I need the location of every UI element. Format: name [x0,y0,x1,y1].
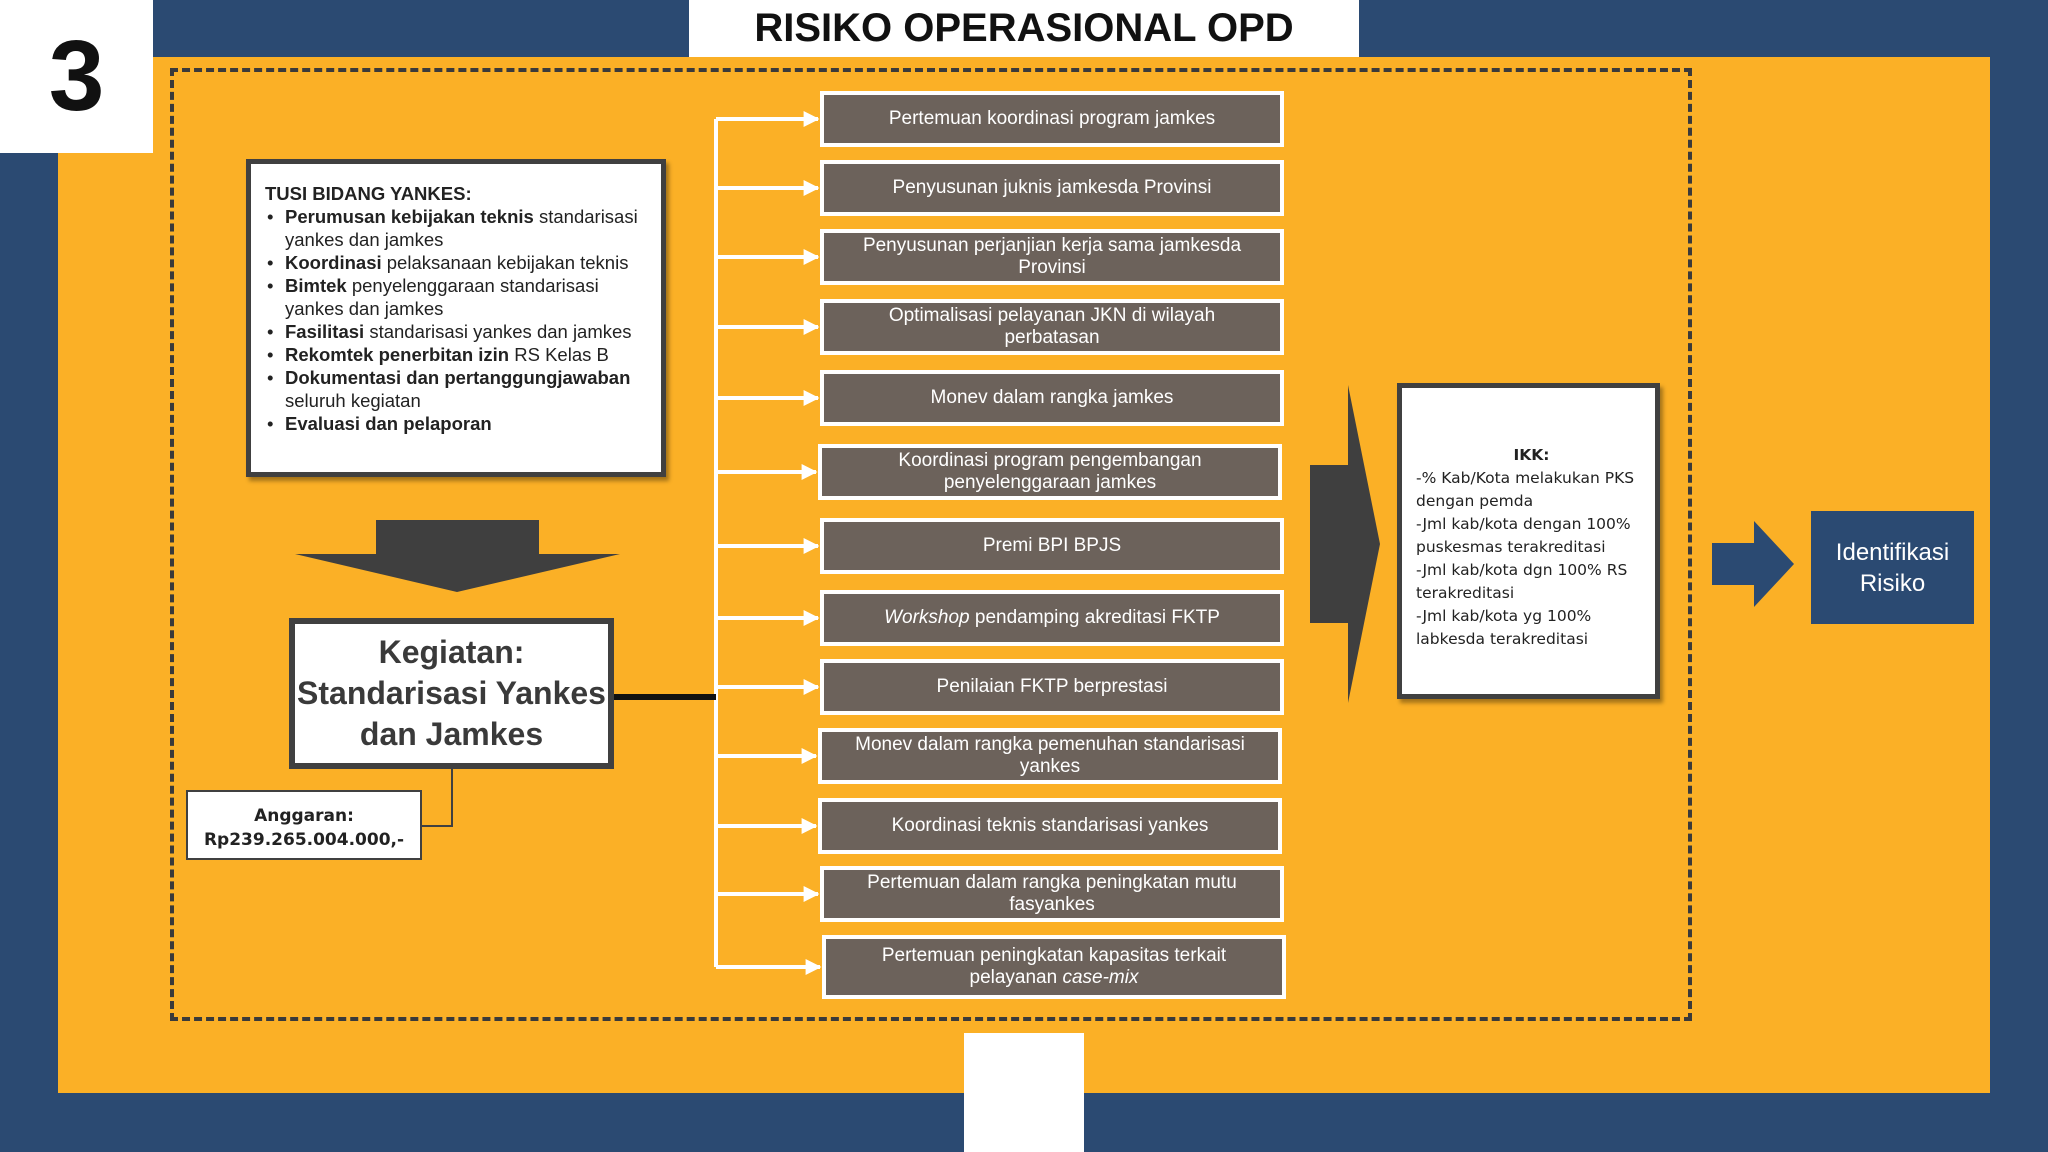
activity-box: Monev dalam rangka pemenuhan standarisas… [818,728,1282,784]
ikk-list: -% Kab/Kota melakukan PKS dengan pemda -J… [1416,467,1647,651]
activity-label: Pertemuan peningkatan kapasitas terkait … [848,945,1260,989]
activity-label-text: Koordinasi program pengembangan penyelen… [898,450,1202,493]
ikk-box: IKK: -% Kab/Kota melakukan PKS dengan pe… [1397,383,1660,699]
activity-box: Pertemuan peningkatan kapasitas terkait … [822,935,1286,999]
activity-box: Penyusunan juknis jamkesda Provinsi [820,160,1284,216]
tusi-heading: TUSI BIDANG YANKES: [265,183,472,204]
activity-label: Monev dalam rangka jamkes [931,387,1174,409]
activity-label-text: Pertemuan peningkatan kapasitas terkait … [881,945,1227,988]
anggaran-label: Anggaran: [254,806,354,826]
activity-label-text: Pertemuan koordinasi program jamkes [888,108,1216,129]
activity-label: Optimalisasi pelayanan JKN di wilayah pe… [846,305,1258,349]
activity-label-text: Monev dalam rangka jamkes [930,387,1174,408]
activity-box: Penilaian FKTP berprestasi [820,659,1284,715]
tusi-item-bold: Bimtek [285,275,347,296]
down-arrow-icon [295,520,620,592]
activity-box: Monev dalam rangka jamkes [820,370,1284,426]
activity-box: Workshop pendamping akreditasi FKTP [820,590,1284,646]
tusi-item-bold: Perumusan kebijakan teknis [285,206,534,227]
activity-label: Penyusunan juknis jamkesda Provinsi [893,177,1212,199]
tusi-item-bold: Fasilitasi [285,321,365,342]
ikk-heading: IKK: [1513,446,1550,464]
slide-title: RISIKO OPERASIONAL OPD [689,0,1359,57]
tusi-item: Fasilitasi standarisasi yankes dan jamke… [265,320,651,343]
activity-box: Koordinasi program pengembangan penyelen… [818,444,1282,500]
tusi-item-bold: Rekomtek penerbitan izin [285,344,510,365]
tusi-item: Rekomtek penerbitan izin RS Kelas B [265,343,651,366]
tusi-item-rest: standarisasi yankes dan jamkes [364,321,632,342]
activity-label: Koordinasi program pengembangan penyelen… [844,450,1256,494]
activity-label-italic: Workshop [884,607,970,628]
activity-label-text: pendamping akreditasi FKTP [969,607,1220,628]
activity-label: Koordinasi teknis standarisasi yankes [892,815,1209,837]
tusi-item-bold: Dokumentasi dan pertanggungjawaban [285,367,631,388]
activity-label-text: Premi BPI BPJS [982,535,1122,556]
tusi-item: Bimtek penyelenggaraan standarisasi yank… [265,274,651,320]
tusi-item: Evaluasi dan pelaporan [265,412,651,435]
activity-label-text: Optimalisasi pelayanan JKN di wilayah pe… [888,305,1216,348]
tusi-list: Perumusan kebijakan teknis standarisasi … [265,205,651,435]
activity-box: Pertemuan koordinasi program jamkes [820,91,1284,147]
ikk-item: -Jml kab/kota dengan 100% puskesmas tera… [1416,515,1631,556]
slide-number: 3 [0,0,153,153]
identifikasi-risiko-label: Identifikasi Risiko [1835,538,1950,597]
tusi-item-rest: RS Kelas B [509,344,609,365]
tusi-item-bold: Koordinasi [285,252,382,273]
activity-label: Monev dalam rangka pemenuhan standarisas… [844,734,1256,778]
tusi-item-bold: Evaluasi dan pelaporan [285,413,492,434]
ikk-item: -% Kab/Kota melakukan PKS dengan pemda [1416,469,1635,510]
tusi-item-rest: seluruh kegiatan [285,390,421,411]
activity-label-italic: case-mix [1062,967,1139,988]
activity-box: Premi BPI BPJS [820,518,1284,574]
kegiatan-label: Kegiatan: Standarisasi Yankes dan Jamkes [297,634,606,752]
tusi-item-rest: pelaksanaan kebijakan teknis [381,252,629,273]
activity-label-text: Penilaian FKTP berprestasi [936,676,1168,697]
activity-label: Pertemuan dalam rangka peningkatan mutu … [846,872,1258,916]
activity-label: Premi BPI BPJS [983,535,1121,557]
tusi-item: Dokumentasi dan pertanggungjawaban selur… [265,366,651,412]
activity-label: Pertemuan koordinasi program jamkes [889,108,1215,130]
anggaran-box: Anggaran: Rp239.265.004.000,- [186,790,422,860]
tusi-item: Perumusan kebijakan teknis standarisasi … [265,205,651,251]
activity-label-text: Penyusunan perjanjian kerja sama jamkesd… [862,235,1242,278]
anggaran-value: Rp239.265.004.000,- [203,830,405,850]
process-frame [170,68,1692,1021]
activity-box: Pertemuan dalam rangka peningkatan mutu … [820,866,1284,922]
right-arrow-icon [1310,385,1380,703]
identifikasi-risiko-box: Identifikasi Risiko [1811,511,1974,624]
activity-box: Koordinasi teknis standarisasi yankes [818,798,1282,854]
tusi-item: Koordinasi pelaksanaan kebijakan teknis [265,251,651,274]
chevron-right-icon [1712,521,1794,607]
activity-label: Workshop pendamping akreditasi FKTP [884,607,1220,629]
ikk-item: -Jml kab/kota dgn 100% RS terakreditasi [1416,561,1628,602]
activity-label-text: Penyusunan juknis jamkesda Provinsi [892,177,1212,198]
activity-label: Penilaian FKTP berprestasi [937,676,1168,698]
tusi-item-rest: standarisasi yankes dan jamkes [285,206,638,250]
tusi-item-rest: penyelenggaraan standarisasi yankes dan … [285,275,599,319]
activity-label-text: Monev dalam rangka pemenuhan standarisas… [855,734,1245,777]
activity-label-text: Koordinasi teknis standarisasi yankes [891,815,1209,836]
kegiatan-box: Kegiatan: Standarisasi Yankes dan Jamkes [289,618,614,769]
activity-box: Optimalisasi pelayanan JKN di wilayah pe… [820,299,1284,355]
tusi-box: TUSI BIDANG YANKES: Perumusan kebijakan … [246,159,666,477]
anggaran-connector [422,769,453,827]
ikk-item: -Jml kab/kota yg 100% labkesda terakredi… [1416,607,1592,648]
activity-label: Penyusunan perjanjian kerja sama jamkesd… [846,235,1258,279]
activity-label-text: Pertemuan dalam rangka peningkatan mutu … [867,872,1237,915]
bottom-white-block [964,1033,1084,1152]
activity-box: Penyusunan perjanjian kerja sama jamkesd… [820,229,1284,285]
